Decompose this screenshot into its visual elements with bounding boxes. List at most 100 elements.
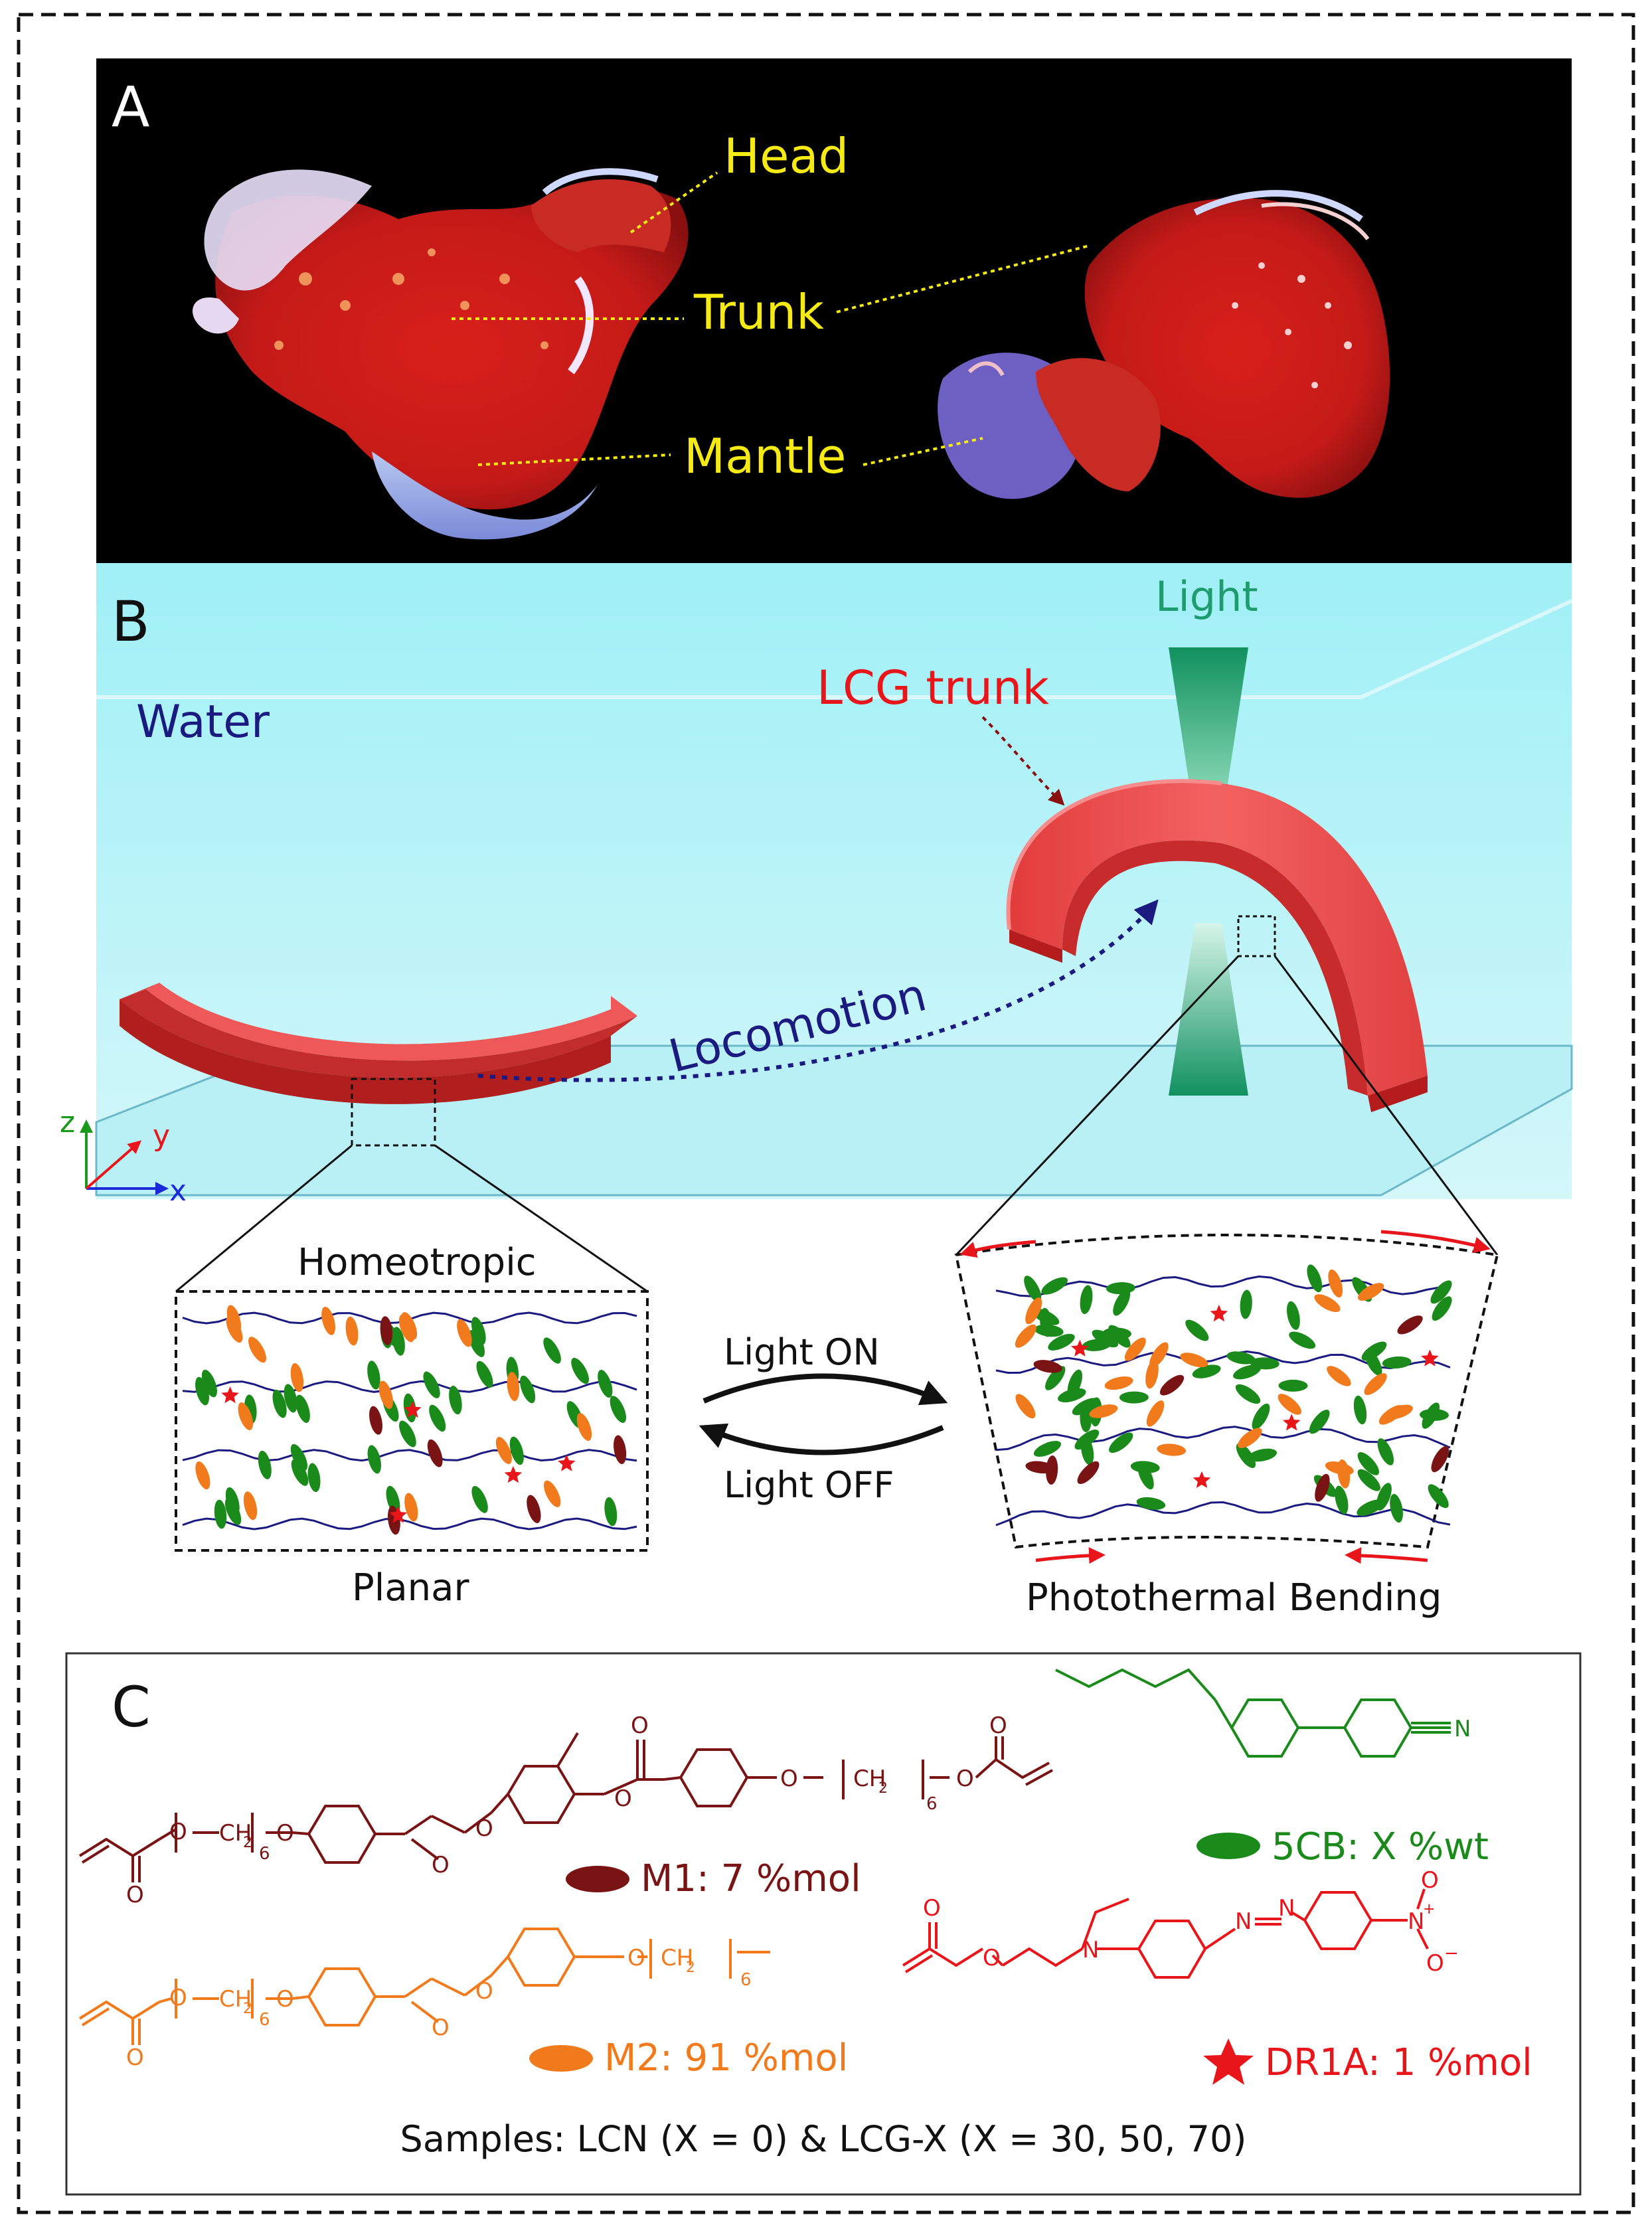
x-axis-label: x — [169, 1174, 187, 1208]
m2-sub6-2: 6 — [740, 1970, 752, 1990]
m1-o-4: O — [432, 1852, 450, 1878]
water-label: Water — [136, 696, 270, 748]
m2-mesogen — [1325, 1461, 1354, 1475]
m2-mesogen — [1357, 1283, 1384, 1301]
panel-c: C — [65, 1652, 1582, 2196]
m1-ch2-1: CH — [219, 1820, 252, 1847]
cb5-mesogen — [1377, 1438, 1394, 1465]
planar-network — [182, 1305, 637, 1535]
m2-mesogen — [195, 1461, 210, 1490]
dr1a-legend-label: DR1A: 1 %mol — [1265, 2041, 1532, 2084]
m1-atom-labels: O CH 2 6 O O O O O O O CH 2 6 O O — [126, 1712, 1007, 1908]
cb5-nitrile-n: N — [1454, 1716, 1471, 1742]
cb5-mesogen — [1024, 1276, 1042, 1302]
m1-mesogen — [1431, 1445, 1449, 1473]
m2-mesogen — [1104, 1376, 1133, 1390]
lcg-trunk-label: LCG trunk — [817, 661, 1049, 715]
bent-network-box — [954, 1234, 1499, 1549]
cb5-mesogen — [520, 1375, 536, 1404]
m2-o-3: O — [126, 2044, 144, 2071]
network-chain — [995, 1501, 1451, 1527]
sea-slug-left-illustration — [193, 168, 689, 540]
cb5-mesogen — [1136, 1497, 1166, 1510]
cb5-mesogen — [272, 1389, 287, 1418]
m1-o-3: O — [126, 1882, 144, 1908]
m2-o-1: O — [169, 1985, 187, 2011]
panel-a-letter: A — [112, 74, 149, 139]
y-axis-label: y — [153, 1119, 170, 1153]
planar-label: Planar — [352, 1566, 469, 1610]
cb5-mesogen — [392, 1327, 405, 1356]
m2-mesogen — [1157, 1444, 1187, 1456]
m2-mesogen — [1364, 1373, 1387, 1396]
zoom-line-left-b — [434, 1144, 648, 1293]
m2-o-4: O — [432, 2015, 450, 2041]
cb5-mesogen — [610, 1396, 626, 1424]
m2-mesogen — [457, 1319, 472, 1347]
cb5-ellipse-symbol — [1197, 1833, 1260, 1859]
cb5-mesogen — [1048, 1333, 1075, 1351]
cb5-mesogen — [224, 1497, 242, 1525]
cb5-structure — [1055, 1668, 1451, 1758]
cb5-mesogen — [1108, 1325, 1131, 1348]
cb5-mesogen — [295, 1394, 310, 1423]
cb5-mesogen — [1390, 1493, 1403, 1523]
m1-mesogen — [380, 1316, 393, 1346]
cb5-mesogen — [1045, 1366, 1066, 1390]
light-off-label: Light OFF — [724, 1464, 894, 1506]
m2-mesogen — [1025, 1297, 1042, 1325]
cb5-mesogen — [1033, 1441, 1062, 1457]
m2-sub2-2: 2 — [686, 1959, 695, 1976]
m2-sub6-1: 6 — [259, 2010, 270, 2030]
m1-o-1: O — [169, 1819, 187, 1845]
photothermal-bending-label: Photothermal Bending — [1026, 1576, 1442, 1619]
cb5-mesogen — [367, 1361, 380, 1390]
m2-mesogen — [248, 1337, 266, 1363]
cb5-mesogen — [1309, 1410, 1330, 1434]
dr1a-n-nitro: N — [1408, 1908, 1424, 1935]
y-axis-arrow — [85, 1140, 142, 1190]
cb5-mesogen — [1335, 1485, 1349, 1515]
dr1a-n-plus: + — [1423, 1901, 1435, 1918]
cb5-mesogen — [1361, 1341, 1387, 1361]
cb5-mesogen — [367, 1445, 381, 1474]
m2-mesogen — [1314, 1294, 1341, 1312]
cb5-mesogen — [1286, 1301, 1300, 1330]
cb5-mesogen — [1119, 1391, 1149, 1404]
sea-slug-right-illustration — [938, 190, 1390, 499]
m1-structure — [78, 1732, 1053, 1882]
network-chain — [182, 1517, 637, 1530]
panel-c-frame — [65, 1652, 1582, 2196]
cb5-mesogen — [571, 1357, 589, 1384]
m2-mesogen — [576, 1413, 592, 1441]
head-label: Head — [724, 128, 849, 184]
light-off-arrow — [699, 1423, 944, 1455]
cb5-mesogen — [1357, 1469, 1381, 1491]
cb5-mesogen — [1235, 1384, 1261, 1404]
m2-legend-label: M2: 91 %mol — [604, 2036, 848, 2080]
m1-o-5: O — [475, 1815, 493, 1842]
lcg-trunk-pointer-arrow — [981, 716, 1065, 806]
dr1a-n-azo2: N — [1278, 1895, 1295, 1922]
m2-ch2-1: CH — [219, 1986, 252, 2013]
cb5-mesogen — [423, 1371, 440, 1398]
cb5-mesogen — [1130, 1461, 1160, 1473]
m2-mesogen — [1146, 1400, 1165, 1427]
dr1a-o-nitro1: O — [1421, 1867, 1439, 1894]
dr1a-dye-star — [1282, 1414, 1301, 1431]
cb5-mesogen — [1080, 1403, 1092, 1432]
mantle-label: Mantle — [684, 428, 846, 484]
m1-mesogen — [369, 1406, 382, 1435]
cb5-mesogen — [449, 1385, 462, 1415]
cb5-mesogen — [307, 1463, 321, 1493]
light-on-arrow — [702, 1373, 948, 1406]
dr1a-structure — [902, 1888, 1429, 1979]
m1-mesogen — [1159, 1374, 1185, 1396]
zoom-box-flat — [351, 1078, 436, 1147]
cb5-mesogen — [1289, 1331, 1316, 1349]
light-on-label: Light ON — [724, 1331, 880, 1373]
m2-sub2-1: 2 — [243, 2001, 252, 2017]
m2-mesogen — [1328, 1269, 1343, 1298]
m2-mesogen — [1015, 1394, 1036, 1419]
cb5-mesogen — [1080, 1436, 1094, 1465]
